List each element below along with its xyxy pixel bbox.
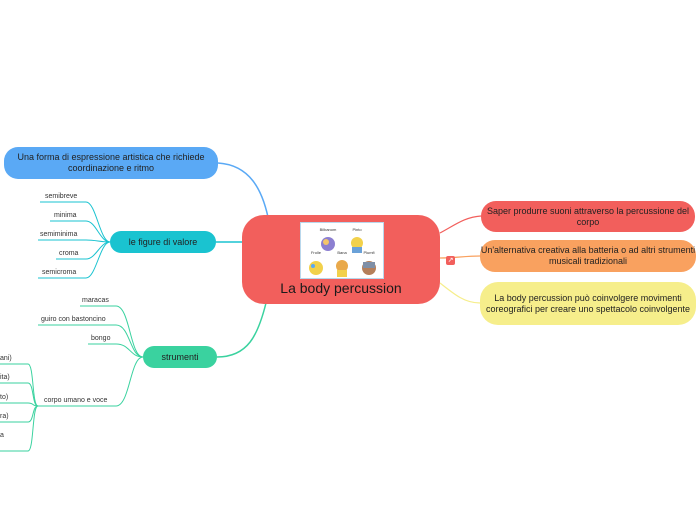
- leaf-semiminima[interactable]: semiminima: [40, 231, 78, 238]
- image-cell-5: Plumfi: [358, 250, 380, 278]
- image-label: Plumfi: [363, 250, 375, 255]
- subleaf-3[interactable]: to): [0, 394, 9, 401]
- central-title: La body percussion: [280, 280, 402, 296]
- leaf-semicroma[interactable]: semicroma: [42, 269, 77, 276]
- node-figure-di-valore[interactable]: le figure di valore: [110, 231, 216, 253]
- node-right-3[interactable]: La body percussion può coinvolgere movim…: [480, 282, 696, 325]
- central-image: Bilbanom Pinto Frolle Bana Plumfi: [300, 222, 384, 279]
- node-right-1[interactable]: Saper produrre suoni attraverso la percu…: [481, 201, 695, 232]
- image-cell-1: Bilbanom: [317, 227, 339, 255]
- image-cell-3: Frolle: [305, 250, 327, 278]
- leaf-minima[interactable]: minima: [54, 212, 77, 219]
- leaf-semibreve[interactable]: semibreve: [45, 193, 78, 200]
- leaf-maracas[interactable]: maracas: [82, 297, 109, 304]
- leaf-croma[interactable]: croma: [59, 250, 79, 257]
- subleaf-4[interactable]: ra): [0, 413, 9, 420]
- node-strumenti[interactable]: strumenti: [143, 346, 217, 368]
- image-label: Bilbanom: [319, 227, 337, 232]
- subleaf-2[interactable]: ita): [0, 374, 10, 381]
- subleaf-5[interactable]: a: [0, 432, 4, 439]
- external-link-icon[interactable]: ↗: [446, 256, 455, 265]
- central-topic[interactable]: Bilbanom Pinto Frolle Bana Plumfi La bod…: [242, 215, 440, 304]
- image-label: Frolle: [310, 250, 321, 255]
- leaf-guiro[interactable]: guiro con bastoncino: [41, 316, 106, 323]
- image-label: Bana: [337, 250, 347, 255]
- leaf-bongo[interactable]: bongo: [91, 335, 111, 342]
- node-right-2[interactable]: Un'alternativa creativa alla batteria o …: [480, 240, 696, 272]
- image-cell-2: Pinto: [346, 227, 368, 255]
- node-definition[interactable]: Una forma di espressione artistica che r…: [4, 147, 218, 179]
- image-label: Pinto: [352, 227, 362, 232]
- subleaf-1[interactable]: ani): [0, 355, 12, 362]
- leaf-corpo-umano[interactable]: corpo umano e voce: [44, 397, 108, 404]
- image-cell-4: Bana: [331, 250, 353, 278]
